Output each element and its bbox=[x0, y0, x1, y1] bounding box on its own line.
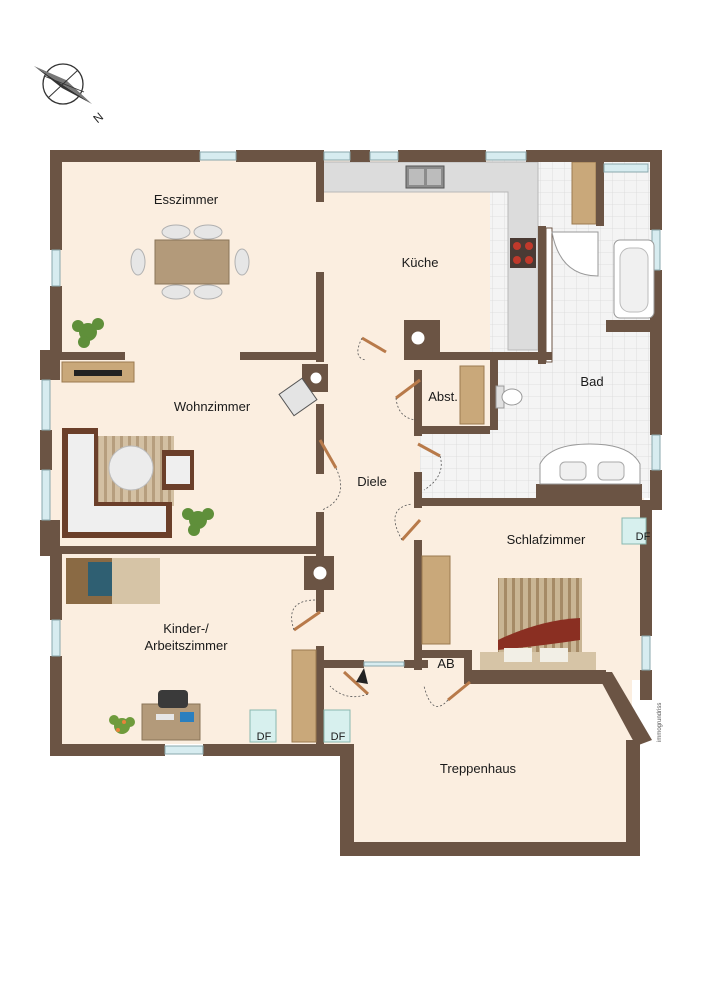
windows bbox=[41, 151, 661, 755]
kids-bed bbox=[66, 558, 160, 604]
label-esszimmer: Esszimmer bbox=[154, 192, 219, 207]
double-bed bbox=[480, 578, 596, 670]
doors bbox=[293, 336, 471, 702]
tv-sideboard bbox=[61, 361, 135, 383]
label-ab: AB bbox=[437, 656, 454, 671]
shower bbox=[551, 231, 599, 277]
label-bad: Bad bbox=[580, 374, 603, 389]
skylight bbox=[249, 709, 277, 743]
label-df: DF bbox=[331, 731, 346, 743]
walls bbox=[40, 150, 662, 856]
plant-icon bbox=[182, 508, 214, 536]
dining-set bbox=[130, 224, 250, 300]
label-df: DF bbox=[636, 531, 651, 543]
plant-icon bbox=[109, 715, 135, 734]
room-labels: Esszimmer Küche Bad Wohnzimmer Abst. Die… bbox=[144, 192, 663, 776]
plant-icon bbox=[72, 318, 104, 348]
label-treppenhaus: Treppenhaus bbox=[440, 761, 517, 776]
skylight bbox=[323, 709, 351, 743]
sofa-set bbox=[62, 428, 194, 538]
abstellraum-shelf bbox=[459, 365, 485, 425]
label-kinderzimmer-line1: Kinder-/ bbox=[163, 621, 209, 636]
entrance-arrow-icon bbox=[356, 668, 368, 684]
label-abstellraum: Abst. bbox=[428, 389, 458, 404]
compass-icon: N bbox=[34, 63, 106, 126]
label-schlafzimmer: Schlafzimmer bbox=[507, 532, 586, 547]
skylight bbox=[621, 517, 647, 545]
wardrobe bbox=[291, 649, 317, 743]
armchair bbox=[278, 377, 318, 417]
label-wohnzimmer: Wohnzimmer bbox=[174, 399, 251, 414]
label-kinderzimmer-line2: Arbeitszimmer bbox=[144, 638, 228, 653]
door-swings bbox=[291, 337, 449, 707]
label-diele: Diele bbox=[357, 474, 387, 489]
kitchen-counter bbox=[322, 161, 597, 351]
wardrobe bbox=[421, 555, 451, 645]
label-df: DF bbox=[257, 731, 272, 743]
toilet bbox=[495, 385, 523, 409]
chimney-shafts bbox=[309, 330, 426, 581]
label-kueche: Küche bbox=[402, 255, 439, 270]
credit-label: immogrundriss bbox=[657, 703, 663, 742]
double-sink bbox=[539, 443, 641, 485]
north-label: N bbox=[90, 110, 106, 126]
desk bbox=[141, 690, 201, 741]
bathtub bbox=[613, 239, 655, 319]
